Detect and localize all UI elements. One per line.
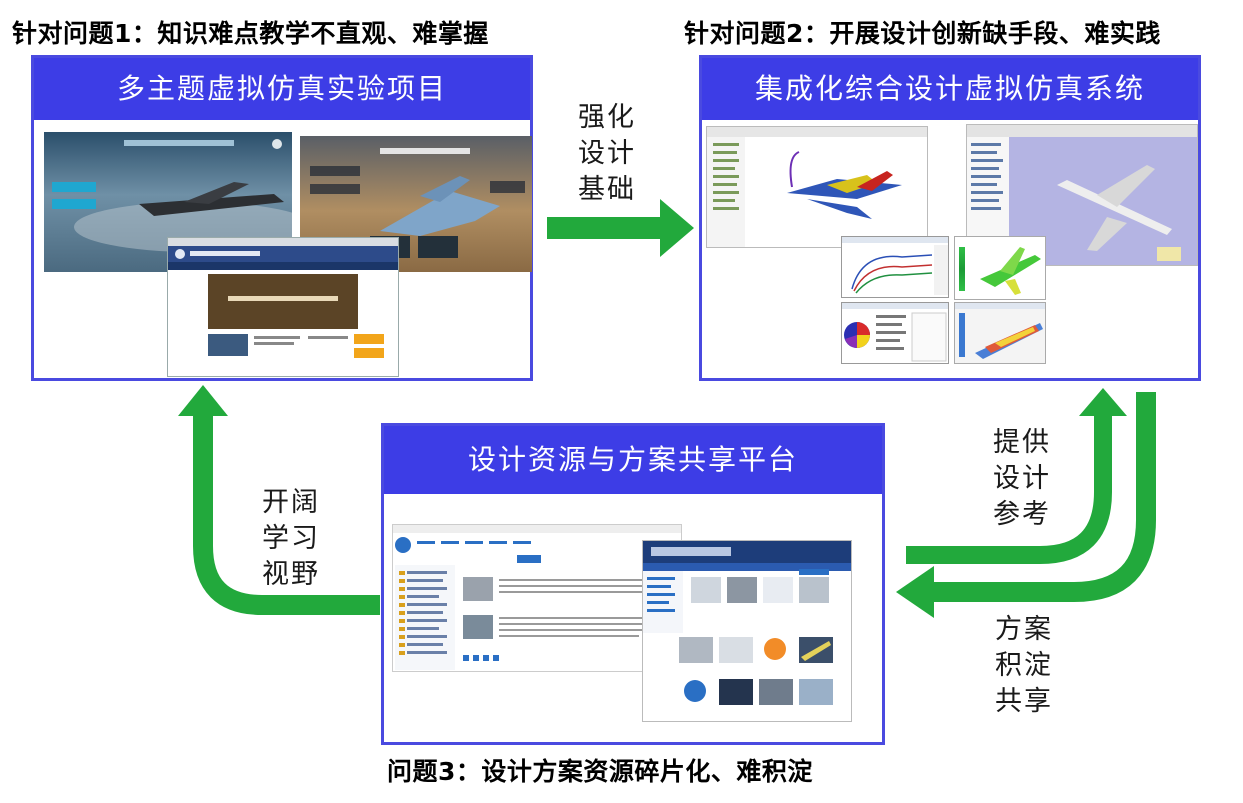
panel-title: 集成化综合设计虚拟仿真系统 (702, 58, 1198, 120)
label-line: 开阔 (262, 487, 320, 518)
arrow-strengthen-design (547, 199, 694, 257)
design-gallery-screenshot (642, 540, 852, 722)
wing-stress-contour (954, 302, 1046, 364)
panel-sharing-platform: 设计资源与方案共享平台 (381, 423, 885, 745)
arrow-accumulate-share (896, 392, 1156, 618)
experiment-website-screenshot (167, 237, 399, 377)
label-strengthen: 强化 设计 基础 (578, 100, 636, 208)
label-line: 学习 (262, 523, 320, 554)
label-line: 基础 (578, 174, 636, 205)
pie-chart-window (841, 302, 949, 364)
label-line: 设计 (993, 463, 1051, 494)
problem-2-title: 针对问题2：开展设计创新缺手段、难实践 (684, 19, 1161, 48)
arrow-broaden-vision (178, 385, 380, 615)
panel-body (34, 120, 532, 378)
resource-website-screenshot (392, 524, 682, 672)
panel-title: 设计资源与方案共享平台 (384, 426, 882, 494)
label-line: 共享 (995, 686, 1053, 717)
label-provide: 提供 设计 参考 (993, 425, 1051, 533)
problem-1-title: 针对问题1：知识难点教学不直观、难掌握 (12, 19, 489, 48)
panel-body (384, 494, 882, 742)
label-line: 方案 (995, 614, 1053, 645)
cfd-airliner-contour (954, 236, 1046, 300)
label-line: 提供 (993, 427, 1051, 458)
panel-title: 多主题虚拟仿真实验项目 (34, 58, 530, 120)
label-accumulate: 方案 积淀 共享 (995, 612, 1053, 720)
label-line: 积淀 (995, 650, 1053, 681)
fighter-jet-screenshot (300, 136, 532, 272)
performance-curve-plot (841, 236, 949, 298)
problem-3-title: 问题3：设计方案资源碎片化、难积淀 (387, 757, 813, 786)
label-line: 设计 (578, 138, 636, 169)
label-line: 参考 (993, 499, 1051, 530)
cad-software-screenshot (706, 126, 928, 248)
label-broaden: 开阔 学习 视野 (262, 485, 320, 593)
arrow-provide-reference (906, 388, 1127, 564)
panel-integrated-system: 集成化综合设计虚拟仿真系统 (699, 55, 1201, 381)
panel-virtual-experiments: 多主题虚拟仿真实验项目 (31, 55, 533, 381)
label-line: 强化 (578, 102, 636, 133)
panel-body (702, 120, 1198, 378)
label-line: 视野 (262, 559, 320, 590)
